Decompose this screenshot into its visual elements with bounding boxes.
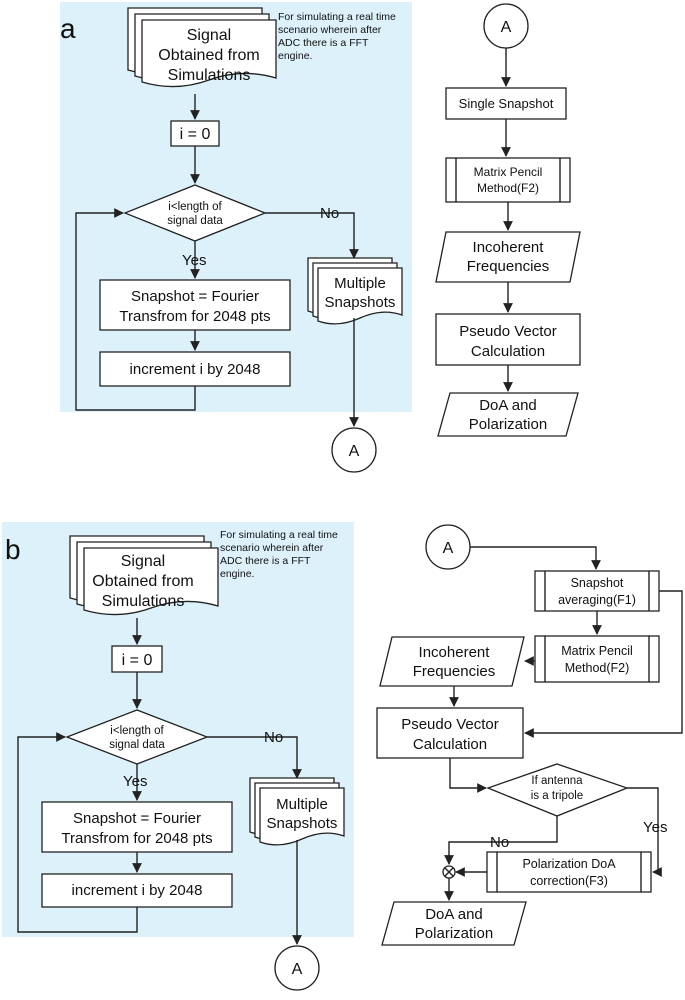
panel-a-decision: i<length of signal data	[123, 184, 267, 242]
panel-b-averaging-box: Snapshot averaging(F1)	[534, 570, 660, 612]
panel-b-tripole-no-label: No	[490, 834, 509, 851]
panel-b-correction-box: Polarization DoA correction(F3)	[486, 851, 652, 893]
panel-a-connector-a: A	[331, 427, 377, 473]
svg-text:increment i by 2048: increment i by 2048	[130, 361, 261, 378]
svg-text:ADC there is a FFT: ADC there is a FFT	[278, 37, 369, 49]
svg-text:Simulations: Simulations	[168, 67, 251, 84]
svg-text:Incoherent: Incoherent	[419, 644, 491, 661]
svg-text:DoA and: DoA and	[479, 397, 537, 414]
panel-b-note: For simulating a real time scenario wher…	[220, 529, 338, 580]
svg-text:i<length of: i<length of	[168, 201, 222, 213]
panel-b-incoherent-io: Incoherent Frequencies	[379, 636, 525, 687]
panel-b-multiple-snapshots: Multiple Snapshots	[249, 777, 345, 846]
svg-text:Calculation: Calculation	[413, 736, 487, 753]
panel-b-increment-box: increment i by 2048	[41, 873, 233, 908]
panel-a-right-connector: A	[483, 3, 529, 49]
svg-text:Signal: Signal	[187, 27, 231, 44]
panel-a-pseudo-vector-box: Pseudo Vector Calculation	[435, 313, 581, 366]
svg-text:Multiple: Multiple	[334, 275, 386, 292]
svg-text:Transfrom for 2048 pts: Transfrom for 2048 pts	[61, 830, 212, 847]
svg-text:For simulating a real time: For simulating a real time	[278, 11, 396, 23]
panel-b: b For simulating a real time scenario wh…	[2, 522, 683, 991]
svg-text:signal data: signal data	[167, 215, 223, 227]
panel-b-summing-junction	[442, 865, 456, 879]
panel-b-init-box: i = 0	[111, 645, 163, 673]
svg-text:Snapshots: Snapshots	[325, 294, 396, 311]
svg-text:increment i by 2048: increment i by 2048	[72, 882, 203, 899]
panel-a-matrix-pencil-box: Matrix Pencil Method(F2)	[445, 157, 571, 203]
svg-text:A: A	[443, 540, 454, 557]
svg-text:Frequencies: Frequencies	[467, 258, 550, 275]
svg-text:engine.: engine.	[220, 568, 254, 580]
svg-text:Polarization DoA: Polarization DoA	[522, 857, 616, 871]
svg-text:Signal: Signal	[121, 553, 165, 570]
svg-text:Matrix Pencil: Matrix Pencil	[561, 644, 633, 658]
panel-b-no-label: No	[264, 729, 283, 746]
svg-text:Method(F2): Method(F2)	[477, 181, 539, 195]
panel-a: a For simulating a real time scenario wh…	[60, 2, 581, 473]
svg-text:signal data: signal data	[109, 739, 165, 751]
panel-b-yes-label: Yes	[123, 773, 147, 790]
svg-text:Snapshot: Snapshot	[571, 576, 624, 590]
svg-text:For simulating a real time: For simulating a real time	[220, 529, 338, 541]
panel-a-incoherent-io: Incoherent Frequencies	[435, 231, 581, 283]
panel-b-snapshot-box: Snapshot = Fourier Transfrom for 2048 pt…	[41, 801, 233, 853]
svg-text:DoA and: DoA and	[425, 906, 483, 923]
svg-text:A: A	[501, 19, 512, 36]
svg-text:averaging(F1): averaging(F1)	[558, 593, 636, 607]
svg-text:Incoherent: Incoherent	[473, 239, 545, 256]
svg-text:Frequencies: Frequencies	[413, 663, 496, 680]
svg-text:A: A	[349, 443, 360, 460]
panel-b-tripole-yes-label: Yes	[643, 819, 667, 836]
panel-a-note: For simulating a real time scenario wher…	[278, 11, 396, 62]
svg-text:Calculation: Calculation	[471, 343, 545, 360]
svg-text:Pseudo Vector: Pseudo Vector	[401, 716, 499, 733]
svg-text:Single Snapshot: Single Snapshot	[459, 96, 554, 111]
panel-a-init-box: i = 0	[170, 120, 220, 147]
panel-b-signal-document: Signal Obtained from Simulations	[69, 535, 219, 616]
panel-b-right-connector: A	[425, 524, 471, 570]
svg-text:engine.: engine.	[278, 50, 312, 62]
svg-text:Method(F2): Method(F2)	[565, 661, 630, 675]
svg-text:Obtained from: Obtained from	[158, 47, 259, 64]
svg-text:scenario wherein after: scenario wherein after	[220, 542, 324, 554]
svg-text:i = 0: i = 0	[180, 126, 211, 143]
panel-b-matrix-pencil-box: Matrix Pencil Method(F2)	[534, 635, 660, 683]
panel-b-pseudo-vector-box: Pseudo Vector Calculation	[376, 707, 524, 759]
svg-text:correction(F3): correction(F3)	[530, 874, 608, 888]
svg-text:Transfrom for 2048 pts: Transfrom for 2048 pts	[119, 308, 270, 325]
svg-text:Matrix Pencil: Matrix Pencil	[474, 165, 543, 179]
panel-a-no-label: No	[320, 205, 339, 222]
panel-a-multiple-snapshots: Multiple Snapshots	[307, 257, 403, 325]
panel-b-connector-a: A	[274, 945, 320, 991]
panel-a-snapshot-box: Snapshot = Fourier Transfrom for 2048 pt…	[99, 279, 291, 331]
svg-text:Snapshot = Fourier: Snapshot = Fourier	[73, 810, 201, 827]
svg-text:Polarization: Polarization	[415, 925, 493, 942]
svg-text:Multiple: Multiple	[276, 796, 328, 813]
panel-a-single-snapshot-box: Single Snapshot	[445, 87, 567, 120]
panel-b-decision: i<length of signal data	[65, 709, 209, 765]
panel-a-yes-label: Yes	[182, 252, 206, 269]
panel-a-signal-document: Signal Obtained from Simulations	[127, 7, 277, 88]
panel-a-label: a	[60, 13, 76, 44]
svg-text:scenario wherein after: scenario wherein after	[278, 24, 382, 36]
svg-text:Obtained from: Obtained from	[92, 573, 193, 590]
svg-text:i = 0: i = 0	[122, 652, 153, 669]
panel-a-increment-box: increment i by 2048	[99, 351, 291, 387]
panel-b-tripole-decision: If antenna is a tripole	[486, 763, 629, 817]
svg-text:ADC there is a FFT: ADC there is a FFT	[220, 555, 311, 567]
svg-text:i<length of: i<length of	[110, 725, 164, 737]
panel-b-label: b	[5, 534, 21, 565]
svg-text:If antenna: If antenna	[531, 775, 583, 787]
svg-text:Snapshots: Snapshots	[267, 815, 338, 832]
panel-b-doa-io: DoA and Polarization	[381, 901, 527, 946]
svg-text:Polarization: Polarization	[469, 416, 547, 433]
svg-text:Snapshot = Fourier: Snapshot = Fourier	[131, 288, 259, 305]
svg-text:A: A	[292, 961, 303, 978]
svg-text:Pseudo Vector: Pseudo Vector	[459, 323, 557, 340]
panel-a-doa-io: DoA and Polarization	[437, 392, 579, 437]
svg-text:Simulations: Simulations	[102, 593, 185, 610]
svg-text:is a tripole: is a tripole	[531, 790, 583, 802]
